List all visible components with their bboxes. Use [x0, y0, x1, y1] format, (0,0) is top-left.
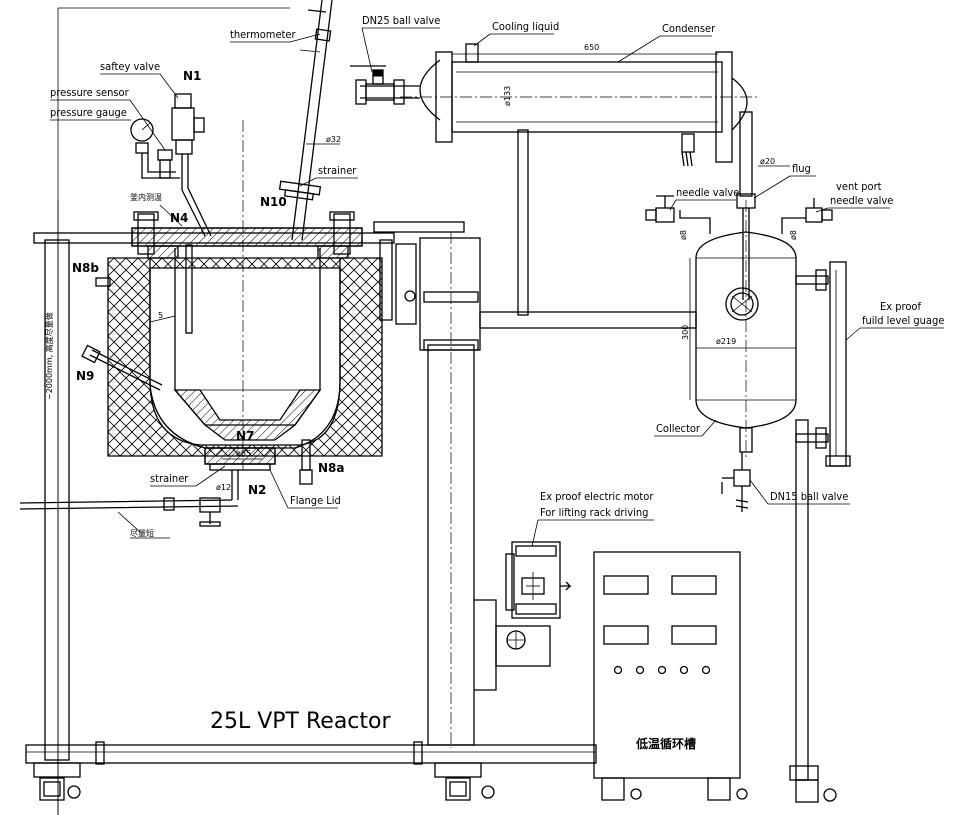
dn25-valve-label: DN25 ball valve — [362, 14, 440, 27]
thermometer: thermometer ø32 strainer N10 — [230, 0, 358, 241]
motor: Ex proof electric motor For lifting rack… — [474, 490, 654, 691]
drain-label: 尽量短 — [130, 528, 154, 538]
n10-label: N10 — [260, 195, 287, 209]
strainer-top-label: strainer — [318, 164, 357, 177]
diagram-title: 25L VPT Reactor — [210, 709, 391, 734]
condenser-dia: ø133 — [503, 86, 512, 106]
collector-dia: ø219 — [716, 337, 736, 346]
port-dia-left: ø8 — [679, 230, 688, 240]
n8b-label: N8b — [72, 261, 99, 275]
tube-dia: ø20 — [760, 157, 775, 166]
collector-height: 300 — [681, 325, 690, 340]
cabinet-label: 低温循环槽 — [635, 736, 696, 751]
fluid-level-gauge-label: fuild level guage — [862, 314, 944, 327]
safety-valve: saftey valve N1 — [100, 60, 212, 237]
flange-lid-label: Flange Lid — [290, 494, 341, 507]
n9-port — [81, 344, 163, 391]
flug-label: flug — [792, 162, 811, 175]
n2-label: N2 — [248, 483, 266, 497]
thermo-dia: ø32 — [326, 135, 341, 144]
drain-dia: ø12 — [216, 483, 231, 492]
port-dia-right: ø8 — [789, 230, 798, 240]
n7-label: N7 — [236, 429, 254, 443]
vent-port-label: vent port — [836, 180, 882, 193]
height-label: ~2000mm, 高度尽量做 — [44, 312, 54, 400]
lid-note: 釜内测温 — [130, 192, 162, 202]
ex-proof-level-label: Ex proof — [880, 300, 921, 313]
condenser-length: 650 — [584, 43, 599, 52]
pressure-sensor-label: pressure sensor — [50, 86, 130, 99]
pressure-gauge: pressure sensor pressure gauge — [50, 86, 180, 179]
n1-label: N1 — [183, 69, 201, 83]
vent-needle-valve-label: needle valve — [830, 194, 893, 207]
thermometer-label: thermometer — [230, 28, 297, 41]
collector: ø219 300 ø8 needle valve ø8 vent port ne… — [645, 180, 944, 803]
motor-label-2: For lifting rack driving — [540, 506, 648, 519]
pressure-gauge-label: pressure gauge — [50, 106, 127, 119]
safety-valve-label: saftey valve — [100, 60, 160, 73]
outlet-dia: ø65 — [236, 449, 251, 458]
condenser: Cooling liquid Condenser 650 ø133 ø20 fl… — [400, 20, 816, 300]
n9-label: N9 — [76, 369, 94, 383]
strainer-bottom-label: strainer — [150, 472, 189, 485]
center-column — [373, 129, 697, 748]
n8a-label: N8a — [318, 461, 345, 475]
reactor: N4 釜内测温 5 N8b N9 N7 ø65 — [19, 120, 383, 539]
cabinet: 低温循环槽 — [593, 551, 748, 801]
needle-valve-label: needle valve — [676, 186, 739, 199]
condenser-label: Condenser — [662, 22, 716, 35]
wall-thickness: 5 — [158, 311, 163, 320]
vapor-line: DN25 ball valve — [350, 14, 440, 105]
height-dimension: ~2000mm, 高度尽量做 — [44, 200, 59, 815]
collector-label: Collector — [656, 422, 701, 435]
n4-label: N4 — [170, 211, 188, 225]
cooling-liquid-label: Cooling liquid — [492, 20, 559, 33]
motor-label-1: Ex proof electric motor — [540, 490, 654, 503]
dn15-valve-label: DN15 ball valve — [770, 490, 848, 503]
